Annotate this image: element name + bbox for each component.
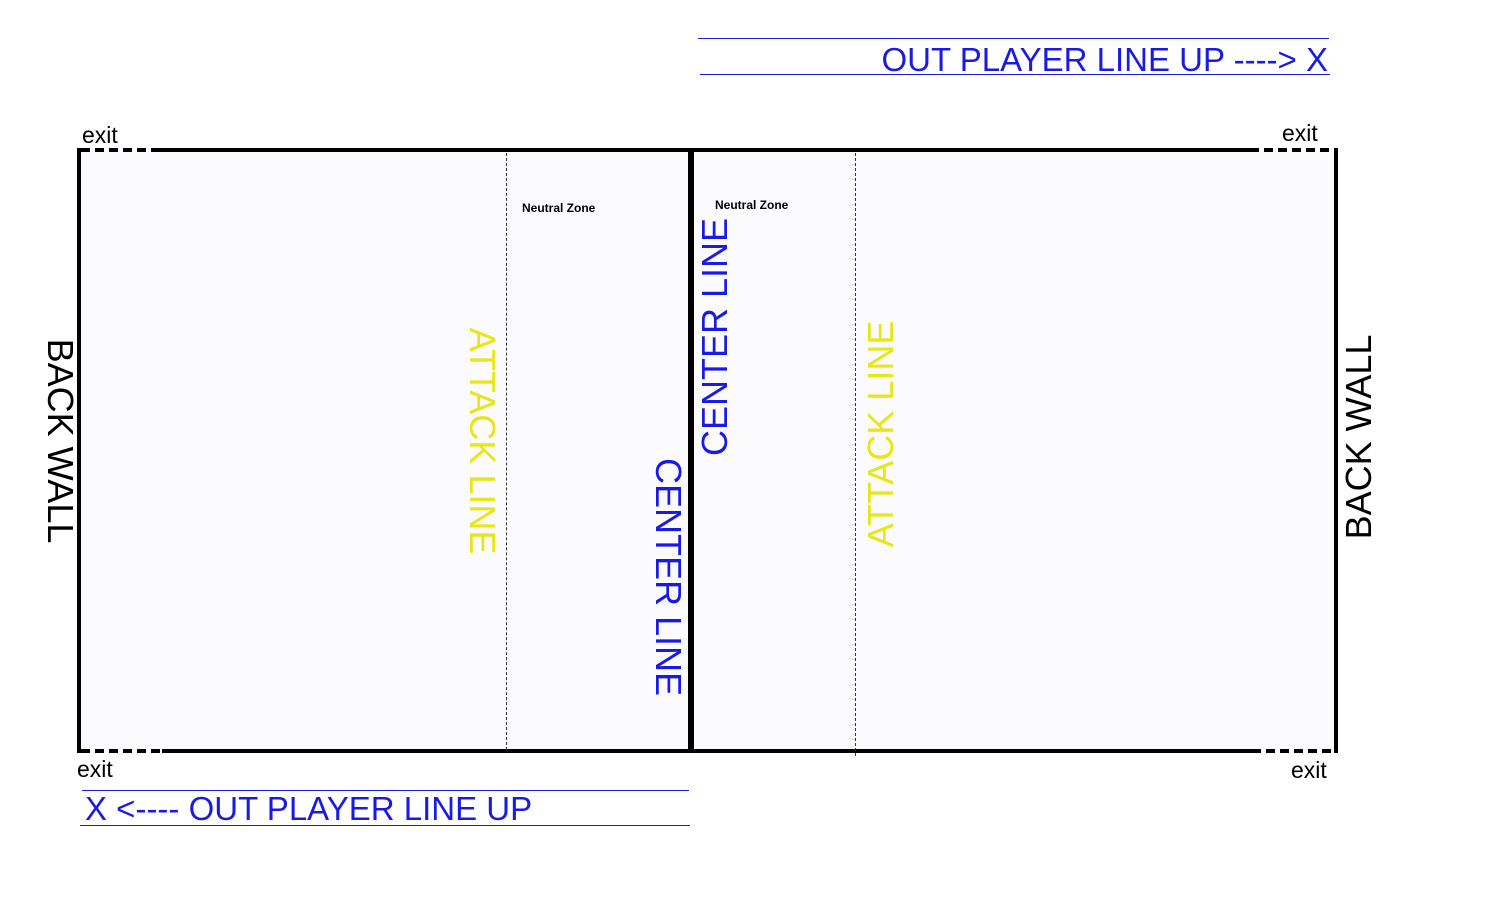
court-floor bbox=[78, 150, 1336, 751]
attack-line-left-label: ATTACK LINE bbox=[462, 327, 503, 555]
exit-label-bottom-left: exit bbox=[77, 756, 113, 782]
right-back-wall-line bbox=[1334, 148, 1338, 753]
back-wall-left-label: BACK WALL bbox=[40, 338, 81, 544]
lineup-bottom-rule-lower bbox=[80, 825, 690, 826]
exit-label-top-left: exit bbox=[82, 122, 118, 148]
center-line bbox=[688, 150, 694, 751]
lineup-top-rule-lower bbox=[700, 74, 1330, 75]
exit-label-bottom-right: exit bbox=[1291, 757, 1327, 783]
out-player-lineup-top-label: OUT PLAYER LINE UP ----> X bbox=[881, 41, 1328, 78]
right-attack-line bbox=[855, 153, 856, 756]
center-line-right-label: CENTER LINE bbox=[694, 217, 735, 457]
neutral-zone-right-label: Neutral Zone bbox=[715, 198, 789, 212]
left-attack-line bbox=[506, 153, 507, 750]
exit-label-top-right: exit bbox=[1282, 120, 1318, 146]
court-top-boundary bbox=[152, 148, 1250, 152]
attack-line-right-label: ATTACK LINE bbox=[860, 320, 901, 548]
neutral-zone-left-label: Neutral Zone bbox=[522, 201, 596, 215]
center-line-left-label: CENTER LINE bbox=[648, 457, 689, 697]
left-back-wall-line bbox=[77, 148, 81, 753]
court-bottom-boundary bbox=[162, 749, 1252, 753]
exit-gap-top-right bbox=[1250, 148, 1334, 152]
lineup-bottom-rule-upper bbox=[82, 790, 689, 791]
back-wall-right-label: BACK WALL bbox=[1338, 334, 1379, 540]
out-player-lineup-bottom-label: X <---- OUT PLAYER LINE UP bbox=[85, 790, 533, 827]
exit-gap-bottom-right bbox=[1252, 749, 1334, 753]
exit-gap-bottom-left bbox=[81, 749, 165, 753]
lineup-top-rule-upper bbox=[698, 38, 1329, 39]
exit-gap-top-left bbox=[81, 148, 155, 152]
